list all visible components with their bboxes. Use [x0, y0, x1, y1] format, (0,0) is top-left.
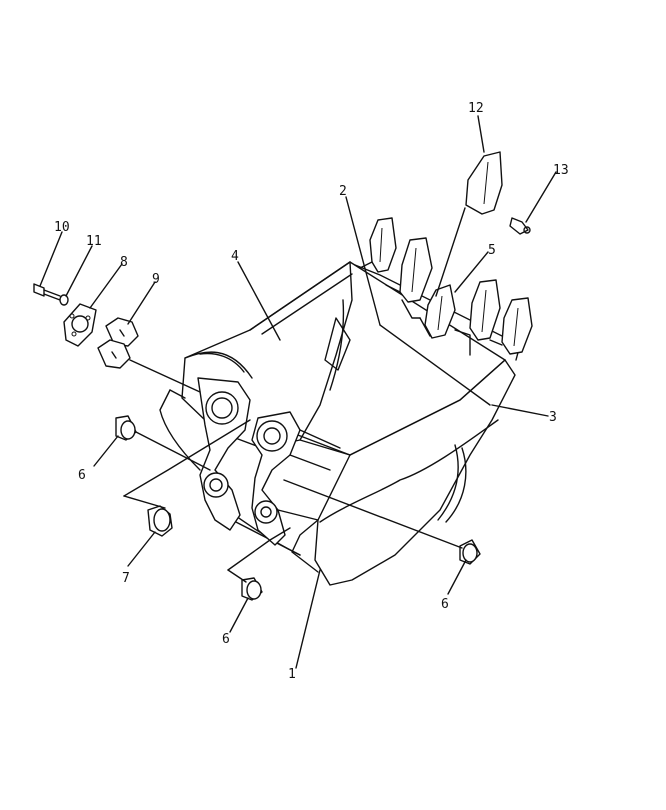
callout-6: 6 [78, 468, 86, 483]
callout-5: 5 [488, 243, 496, 258]
hinge-bracket-left [197, 377, 251, 531]
bucket-teeth [354, 217, 533, 361]
callout-13: 13 [553, 163, 569, 178]
callout-labels: 1 2 3 4 5 6 6 6 7 8 9 10 11 12 13 [54, 101, 569, 682]
boss-part-8 [63, 303, 97, 347]
bushing-part-6-left [115, 415, 137, 441]
bushing-part-6-bottom [241, 577, 263, 601]
callout-4: 4 [231, 249, 239, 264]
callout-10: 10 [54, 220, 70, 235]
callout-6: 6 [441, 597, 449, 612]
callout-3: 3 [549, 410, 557, 425]
pin-part-13 [509, 217, 531, 235]
flanged-bushing-part-7 [147, 505, 173, 537]
callout-2: 2 [339, 184, 347, 199]
bolt-part-10 [33, 283, 61, 301]
washer-part-11 [59, 294, 69, 306]
callout-11: 11 [86, 234, 102, 249]
tooth-point-part-12 [465, 151, 503, 215]
callout-1: 1 [288, 667, 296, 682]
bushing-part-6-right [459, 539, 481, 565]
leader-lines [39, 115, 557, 669]
hinge-bracket-right [251, 411, 341, 546]
callout-12: 12 [468, 101, 484, 116]
shim-part-9 [97, 317, 139, 369]
callout-6: 6 [222, 632, 230, 647]
callout-8: 8 [120, 255, 128, 270]
callout-9: 9 [152, 272, 160, 287]
callout-7: 7 [122, 571, 130, 586]
